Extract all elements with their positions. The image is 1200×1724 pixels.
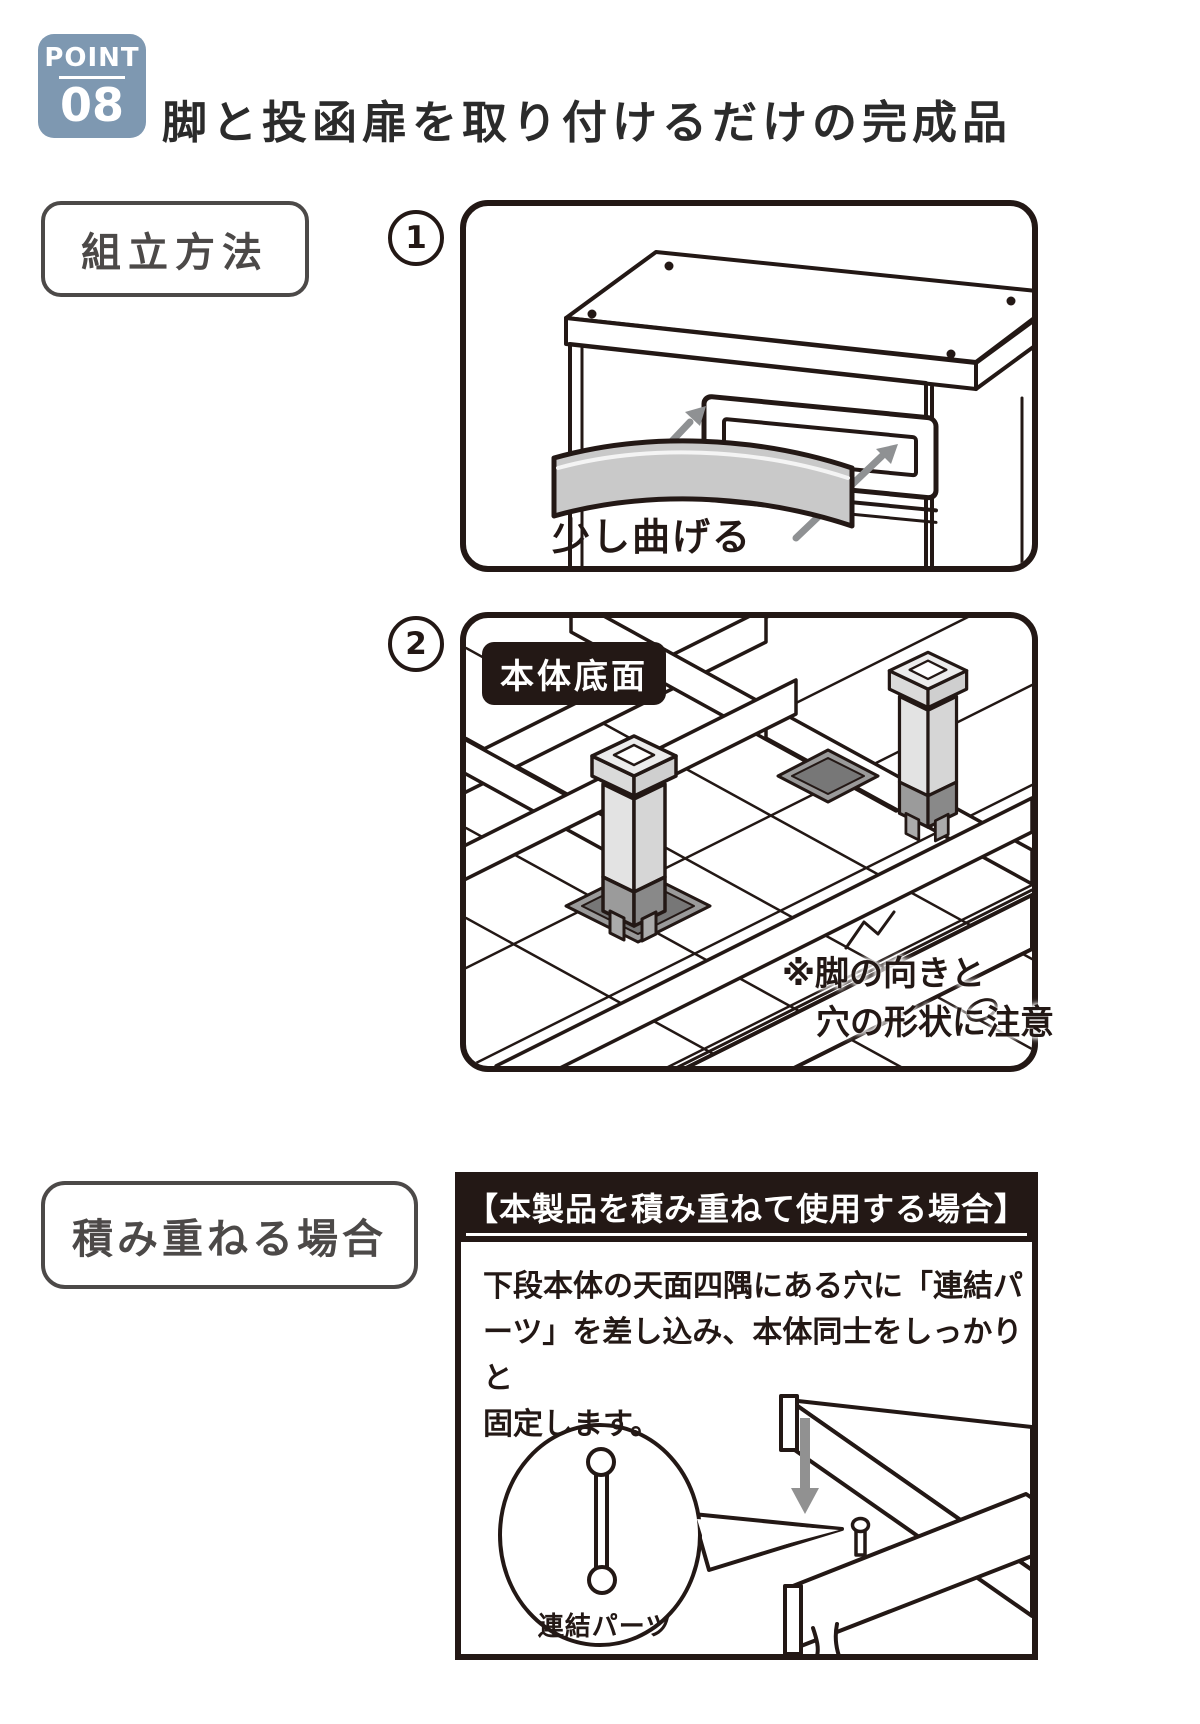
panel-label-bottom-face: 本体底面 <box>482 642 666 705</box>
section-label-assembly: 組立方法 <box>41 201 309 297</box>
stacking-panel-title: 【本製品を積み重ねて使用する場合】 <box>465 1184 1027 1236</box>
base-grid-illustration <box>466 618 1032 1066</box>
note-line-1: ※脚の向きと <box>782 954 986 994</box>
connector-part-icon <box>586 1447 617 1595</box>
stacking-panel-titlebar: 【本製品を積み重ねて使用する場合】 <box>461 1178 1032 1242</box>
page-title: 脚と投函扉を取り付けるだけの完成品 <box>162 96 1013 150</box>
panel-step2: 本体底面 ※脚の向きと 穴の形状に注意 <box>460 612 1054 1072</box>
door-flap-part <box>551 438 855 529</box>
lower-unit <box>783 1492 1032 1654</box>
stacking-body-line-2: ーツ」を差し込み、本体同士をしっかりと <box>483 1315 1023 1396</box>
leg-part <box>590 734 678 943</box>
step-2-number: 2 <box>388 616 444 672</box>
section-label-stacking: 積み重ねる場合 <box>41 1181 418 1289</box>
mailbox-illustration <box>551 250 1032 566</box>
bend-caption: 少し曲げる <box>552 515 753 559</box>
point-badge-number: 08 <box>59 77 124 132</box>
step-1-number: 1 <box>388 210 444 266</box>
leg-part <box>887 650 969 843</box>
stacking-illustration <box>498 1394 1032 1654</box>
panel-stacking: 【本製品を積み重ねて使用する場合】 下段本体の天面四隅にある穴に「連結パ ーツ」… <box>455 1172 1038 1660</box>
leg-direction-note: ※脚の向きと 穴の形状に注意 <box>782 950 1054 1048</box>
point-badge-label: POINT <box>44 42 140 73</box>
note-line-2: 穴の形状に注意 <box>816 1003 1054 1043</box>
point-badge: POINT 08 <box>38 34 146 138</box>
panel-step1: 少し曲げる <box>460 200 1038 572</box>
stacking-body-line-1: 下段本体の天面四隅にある穴に「連結パ <box>483 1269 1023 1304</box>
section-label-assembly-text: 組立方法 <box>81 230 269 276</box>
stacking-body-text: 下段本体の天面四隅にある穴に「連結パ ーツ」を差し込み、本体同士をしっかりと 固… <box>483 1264 1032 1448</box>
connector-peg <box>850 1516 871 1557</box>
stacking-body-line-3: 固定します。 <box>483 1407 660 1442</box>
outer-rim <box>604 888 1032 1066</box>
down-arrow-icon <box>791 1418 819 1514</box>
point-badge-divider <box>59 75 125 79</box>
section-label-stacking-text: 積み重ねる場合 <box>72 1215 387 1263</box>
connector-part-label: 連結パーツ <box>537 1612 673 1642</box>
